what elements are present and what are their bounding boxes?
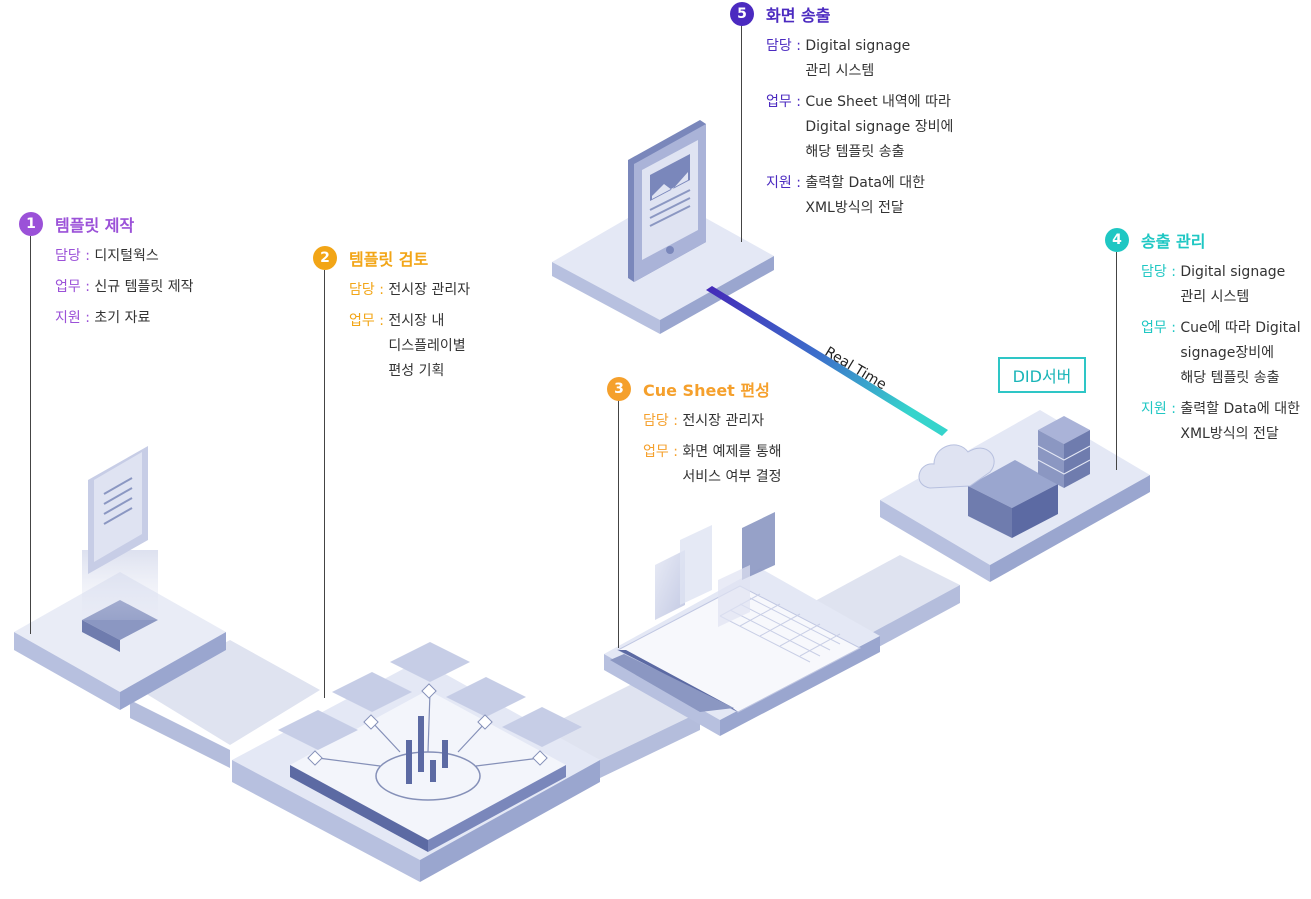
row-value: 해당 템플릿 송출 [1180, 370, 1280, 386]
row-key: 업무 : [349, 313, 384, 329]
row-value: 전시장 관리자 [682, 413, 765, 429]
kiosk-icon [88, 446, 148, 574]
server-icon [968, 416, 1091, 538]
row-key: 담당 : [643, 413, 678, 429]
guide-line-step5 [741, 24, 742, 242]
step-3-cue-sheet: 3 Cue Sheet 편성 담당 : 전시장 관리자 업무 : 화면 예제를 … [607, 375, 782, 490]
guide-line-step4 [1116, 252, 1117, 470]
row-value: Cue Sheet 내역에 따라 [805, 94, 951, 110]
row-value: 편성 기획 [388, 363, 445, 379]
row-value: 디스플레이별 [388, 338, 466, 354]
row-value: 화면 예제를 통해 [682, 444, 782, 460]
tablet-icon [628, 120, 706, 282]
step-2-template-review: 2 템플릿 검토 담당 : 전시장 관리자 업무 : 전시장 내 디스플레이별 … [313, 244, 471, 384]
row-value: 전시장 관리자 [388, 282, 471, 298]
row-key: 업무 : [766, 94, 801, 110]
guide-line-step2 [324, 270, 325, 698]
row-key: 업무 : [55, 279, 90, 295]
row-value: 관리 시스템 [1180, 289, 1250, 305]
row-value: 서비스 여부 결정 [682, 469, 782, 485]
row-value: Cue에 따라 Digital [1180, 320, 1301, 336]
row-key: 담당 : [55, 248, 90, 264]
row-value: 디지털웍스 [94, 248, 159, 264]
step-badge: 5 [730, 2, 754, 26]
row-value: 관리 시스템 [805, 63, 875, 79]
step-title: Cue Sheet 편성 [643, 381, 770, 400]
step-title: 화면 송출 [766, 6, 831, 25]
cloud-icon [918, 444, 995, 489]
row-key: 지원 : [55, 310, 90, 326]
row-value: signage장비에 [1180, 345, 1275, 361]
realtime-connection [706, 286, 948, 436]
guide-line-step3 [618, 400, 619, 648]
row-key: 담당 : [1141, 264, 1176, 280]
template-network-icon [278, 642, 582, 801]
row-key: 업무 : [1141, 320, 1176, 336]
row-value: 해당 템플릿 송출 [805, 144, 905, 160]
step-badge: 1 [19, 212, 43, 236]
row-key: 업무 : [643, 444, 678, 460]
row-value: XML방식의 전달 [805, 200, 904, 216]
step-title: 송출 관리 [1141, 232, 1206, 251]
row-value: 출력할 Data에 대한 [805, 175, 925, 191]
step-title: 템플릿 검토 [349, 250, 429, 269]
row-value: XML방식의 전달 [1180, 426, 1279, 442]
step-4-transmission-management: 4 송출 관리 담당 : Digital signage 관리 시스템 업무 :… [1105, 226, 1301, 447]
step-badge: 3 [607, 377, 631, 401]
step-badge: 4 [1105, 228, 1129, 252]
row-value: 출력할 Data에 대한 [1180, 401, 1300, 417]
row-key: 담당 : [766, 38, 801, 54]
row-value: Digital signage 장비에 [805, 119, 954, 135]
did-server-label: DID서버 [998, 357, 1086, 393]
step-1-template-production: 1 템플릿 제작 담당 : 디지털웍스 업무 : 신규 템플릿 제작 지원 : … [19, 210, 194, 331]
row-key: 지원 : [1141, 401, 1176, 417]
step-badge: 2 [313, 246, 337, 270]
platform-template-production [14, 550, 226, 710]
guide-line-step1 [30, 236, 31, 634]
row-value: Digital signage [1180, 264, 1286, 280]
row-key: 지원 : [766, 175, 801, 191]
row-value: 전시장 내 [388, 313, 445, 329]
laptop-icon [610, 512, 862, 713]
platform-template-review [232, 660, 600, 882]
row-value: 초기 자료 [94, 310, 151, 326]
row-value: Digital signage [805, 38, 911, 54]
row-key: 담당 : [349, 282, 384, 298]
step-title: 템플릿 제작 [55, 216, 135, 235]
step-5-screen-output: 5 화면 송출 담당 : Digital signage 관리 시스템 업무 :… [730, 0, 954, 221]
row-value: 신규 템플릿 제작 [94, 279, 194, 295]
